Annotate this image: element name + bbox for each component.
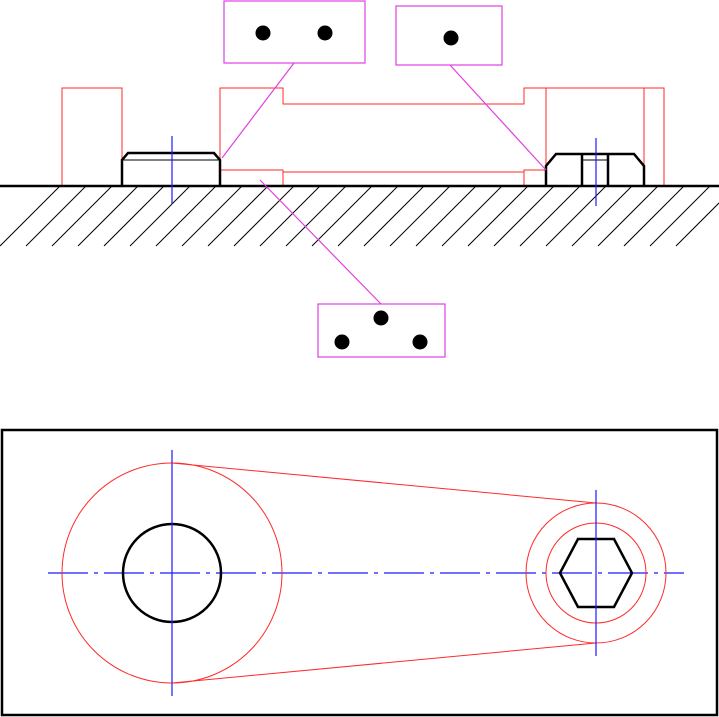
ground-hatch-line — [337, 186, 399, 247]
ground-hatch-line — [493, 186, 555, 247]
ground-hatch-line — [649, 186, 711, 247]
ground-hatch-line — [467, 186, 529, 247]
part-right-wall — [546, 87, 665, 187]
plan-frame — [0, 428, 719, 717]
callout-dot — [412, 334, 428, 350]
ground-hatch-line — [129, 186, 191, 247]
ground-hatch-line — [77, 186, 139, 247]
ground-hatching — [0, 186, 719, 247]
ground-hatch-line — [519, 186, 581, 247]
ground-hatch-line — [233, 186, 295, 247]
part-left-wall — [61, 87, 123, 187]
ground-hatch-line — [285, 186, 347, 247]
ground-hatch-line — [259, 186, 321, 247]
section-view — [0, 0, 719, 358]
ground-hatch-line — [597, 186, 659, 247]
callout-three-dot — [317, 303, 446, 358]
ground-hatch-line — [571, 186, 633, 247]
part-center-body — [219, 87, 547, 187]
ground-hatch-line — [623, 186, 685, 247]
ground-hatch-line — [0, 186, 61, 247]
ground-hatch-line — [415, 186, 477, 247]
callout-dot — [373, 310, 389, 326]
leader-line-one-dot — [449, 64, 547, 171]
leader-line-three-dot — [259, 179, 382, 305]
ground-hatch-line — [51, 186, 113, 247]
arm-top-edge — [171, 462, 597, 504]
ground-hatch-line — [155, 186, 217, 247]
plan-view — [0, 428, 719, 717]
callout-one-dot — [395, 5, 503, 66]
ground-hatch-line — [25, 186, 87, 247]
arm-bottom-edge — [171, 642, 597, 684]
ground-hatch-line — [103, 186, 165, 247]
callout-two-dot — [223, 0, 366, 64]
callout-dot — [443, 30, 459, 46]
ground-hatch-line — [207, 186, 269, 247]
callout-dot — [334, 334, 350, 350]
ground-hatch-line — [363, 186, 425, 247]
hex-nut-outline — [558, 537, 634, 609]
leader-line-two-dot — [221, 62, 295, 159]
callout-dot — [255, 25, 271, 41]
callout-dot — [317, 25, 333, 41]
ground-hatch-line — [545, 186, 607, 247]
right-nut — [544, 152, 646, 186]
ground-hatch-line — [441, 186, 503, 247]
ground-hatch-line — [181, 186, 243, 247]
ground-hatch-line — [311, 186, 373, 247]
ground-hatch-line — [389, 186, 451, 247]
ground-hatch-line — [675, 202, 719, 247]
left-nut — [120, 151, 222, 186]
